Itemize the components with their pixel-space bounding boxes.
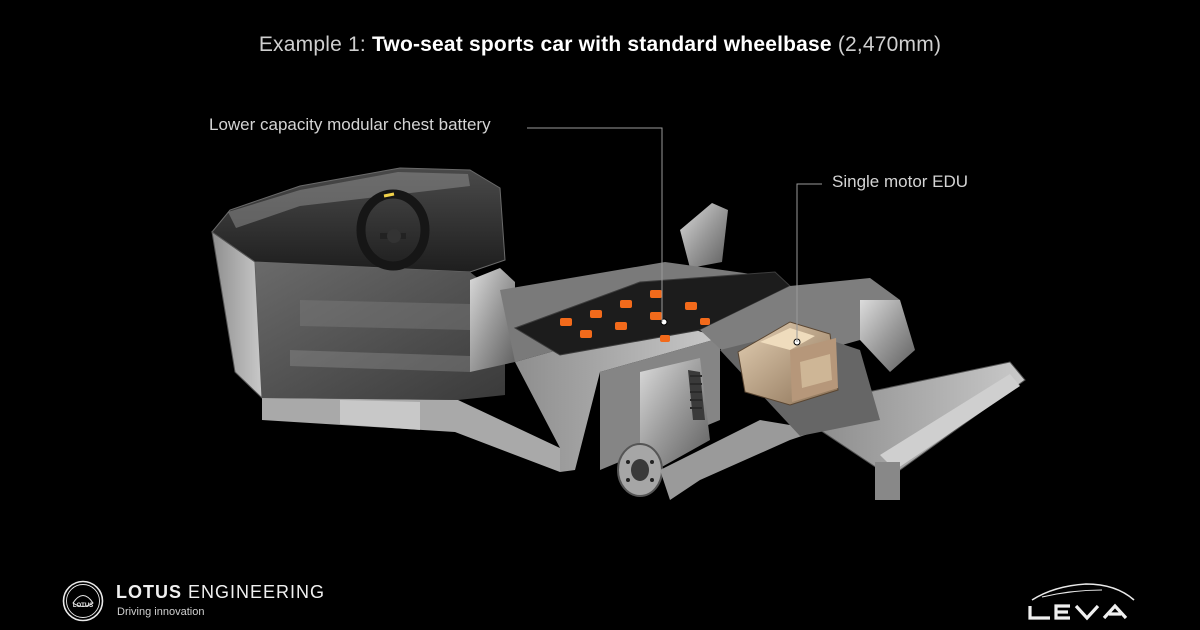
title-suffix: (2,470mm) [831,33,942,56]
leva-logo-icon [1028,583,1135,621]
battery-pack [513,271,791,356]
callout-lines [527,127,822,342]
slide-title: Example 1: Two-seat sports car with stan… [0,33,1200,57]
brand-badge-text: LOTUS [73,603,93,609]
brand-tagline: Driving innovation [117,606,205,618]
lotus-roundel-icon: LOTUS [62,580,104,622]
motor-edu [737,321,839,406]
title-bold: Two-seat sports car with standard wheelb… [371,33,832,56]
brand-name-regular: ENGINEERING [182,582,326,602]
wheel-hub-icon [617,443,663,497]
battery-callout: Lower capacity modular chest battery [209,115,491,134]
brand-name-bold: LOTUS [116,582,182,602]
title-prefix: Example 1: [258,33,372,56]
steering-wheel-icon [356,189,430,271]
brand-name: LOTUS ENGINEERING [116,582,325,603]
motor-callout: Single motor EDU [832,172,969,191]
